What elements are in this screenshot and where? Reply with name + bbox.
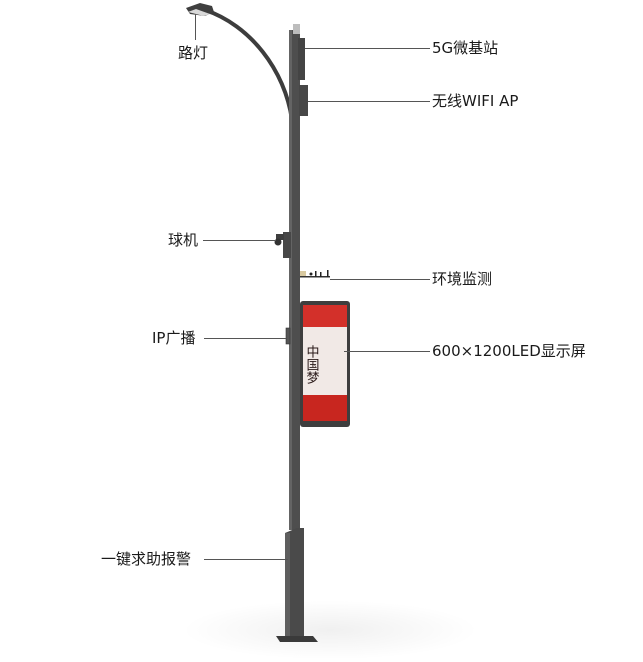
ip-speaker bbox=[285, 327, 291, 345]
label-emergency-alarm: 一键求助报警 bbox=[101, 550, 192, 568]
label-led-display: 600×1200LED显示屏 bbox=[432, 342, 586, 360]
5g-station-module bbox=[298, 38, 305, 80]
leader-5g bbox=[305, 48, 430, 49]
dome-camera-icon bbox=[274, 232, 291, 258]
leader-street-light bbox=[195, 14, 196, 40]
label-street-light: 路灯 bbox=[178, 44, 209, 62]
led-display-panel: 中国梦 bbox=[300, 301, 350, 427]
label-ip-broadcast: IP广播 bbox=[152, 329, 196, 347]
leader-ip-broadcast bbox=[204, 338, 286, 339]
street-lamp-head-icon bbox=[186, 3, 214, 16]
leader-emergency-alarm bbox=[204, 559, 288, 560]
label-5g-micro-base-station: 5G微基站 bbox=[432, 39, 499, 57]
leader-wifi bbox=[308, 101, 430, 102]
upper-pole bbox=[289, 30, 300, 530]
wifi-ap-module bbox=[299, 85, 308, 116]
environment-sensor-icon bbox=[300, 270, 330, 278]
leader-environment bbox=[330, 279, 430, 280]
leader-dome-camera bbox=[203, 240, 276, 241]
leader-led-display bbox=[344, 351, 430, 352]
label-environment-monitoring: 环境监测 bbox=[432, 270, 493, 288]
screen-headline: 中国梦 bbox=[304, 345, 320, 385]
base-plate bbox=[276, 636, 318, 642]
label-wifi-ap: 无线WIFI AP bbox=[432, 92, 519, 110]
lamp-arm bbox=[204, 8, 294, 121]
label-dome-camera: 球机 bbox=[168, 231, 199, 249]
ground-shadow bbox=[180, 600, 480, 660]
